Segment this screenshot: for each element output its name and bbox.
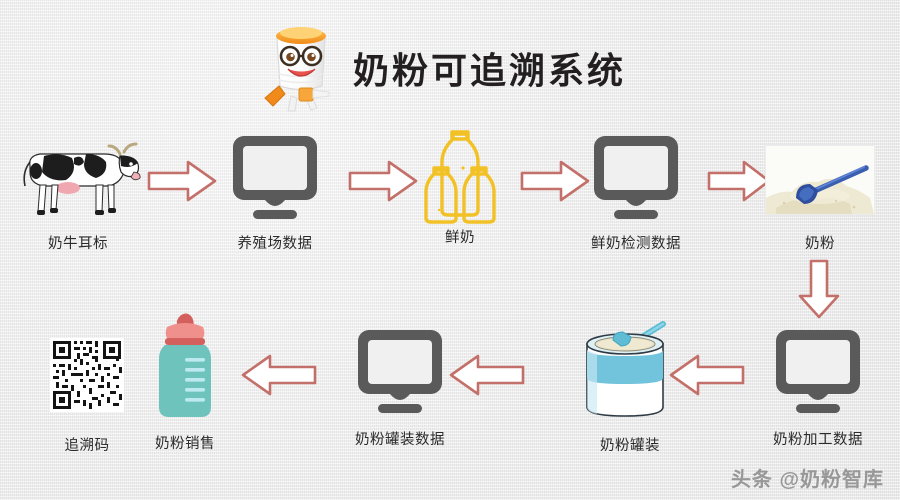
milk-bottles-icon bbox=[424, 130, 496, 224]
milk-can-mascot-icon bbox=[264, 27, 330, 112]
arrow-left-7 bbox=[669, 354, 745, 396]
cow-icon bbox=[23, 142, 141, 215]
page-title: 奶粉可追溯系统 bbox=[353, 50, 627, 91]
flow-node-canning-data[interactable]: 奶粉罐装数据 bbox=[330, 322, 470, 448]
baby-bottle-icon bbox=[159, 313, 211, 417]
flow-node-farm-data[interactable]: 养殖场数据 bbox=[205, 128, 345, 252]
flow-label-fresh-milk: 鲜奶 bbox=[445, 230, 475, 246]
flow-label-cow-ear-tag: 奶牛耳标 bbox=[48, 236, 108, 252]
flow-node-powder-canning[interactable]: 奶粉罐装 bbox=[555, 312, 705, 454]
monitor-icon bbox=[233, 136, 317, 219]
arrow-right-2 bbox=[348, 160, 418, 202]
watermark: 头条 @奶粉智库 bbox=[730, 469, 884, 491]
arrow-left-8 bbox=[449, 354, 525, 396]
flow-label-powder-canning: 奶粉罐装 bbox=[600, 438, 660, 454]
flow-label-powder-processing: 奶粉加工数据 bbox=[773, 432, 863, 448]
monitor-icon bbox=[358, 330, 442, 413]
flow-label-milk-test-data: 鲜奶检测数据 bbox=[591, 236, 681, 252]
arrow-right-3 bbox=[520, 160, 590, 202]
monitor-icon bbox=[776, 330, 860, 413]
flow-node-fresh-milk[interactable]: 鲜奶 bbox=[390, 120, 530, 246]
flow-label-traceability-code: 追溯码 bbox=[64, 438, 110, 454]
flow-label-farm-data: 养殖场数据 bbox=[237, 236, 313, 252]
flow-node-milk-powder[interactable]: 奶粉 bbox=[760, 128, 880, 252]
flow-node-powder-sales[interactable]: 奶粉销售 bbox=[120, 310, 250, 452]
arrow-right-1 bbox=[147, 160, 217, 202]
flow-label-canning-data: 奶粉罐装数据 bbox=[355, 432, 445, 448]
flow-node-cow-ear-tag[interactable]: 奶牛耳标 bbox=[8, 128, 148, 252]
flow-node-milk-test-data[interactable]: 鲜奶检测数据 bbox=[566, 128, 706, 252]
arrow-left-9 bbox=[241, 354, 317, 396]
monitor-icon bbox=[594, 136, 678, 219]
flow-node-powder-processing[interactable]: 奶粉加工数据 bbox=[748, 322, 888, 448]
arrow-right-4 bbox=[707, 160, 771, 202]
milk-can-icon bbox=[586, 321, 666, 417]
milk-powder-photo bbox=[765, 145, 875, 215]
arrow-down-5 bbox=[798, 259, 840, 319]
header: 奶粉可追溯系统 bbox=[255, 14, 655, 114]
flow-label-milk-powder: 奶粉 bbox=[805, 236, 835, 252]
flow-label-powder-sales: 奶粉销售 bbox=[155, 436, 215, 452]
qr-code-icon bbox=[50, 338, 124, 412]
flow-node-traceability-code[interactable]: 追溯码 bbox=[22, 330, 152, 454]
